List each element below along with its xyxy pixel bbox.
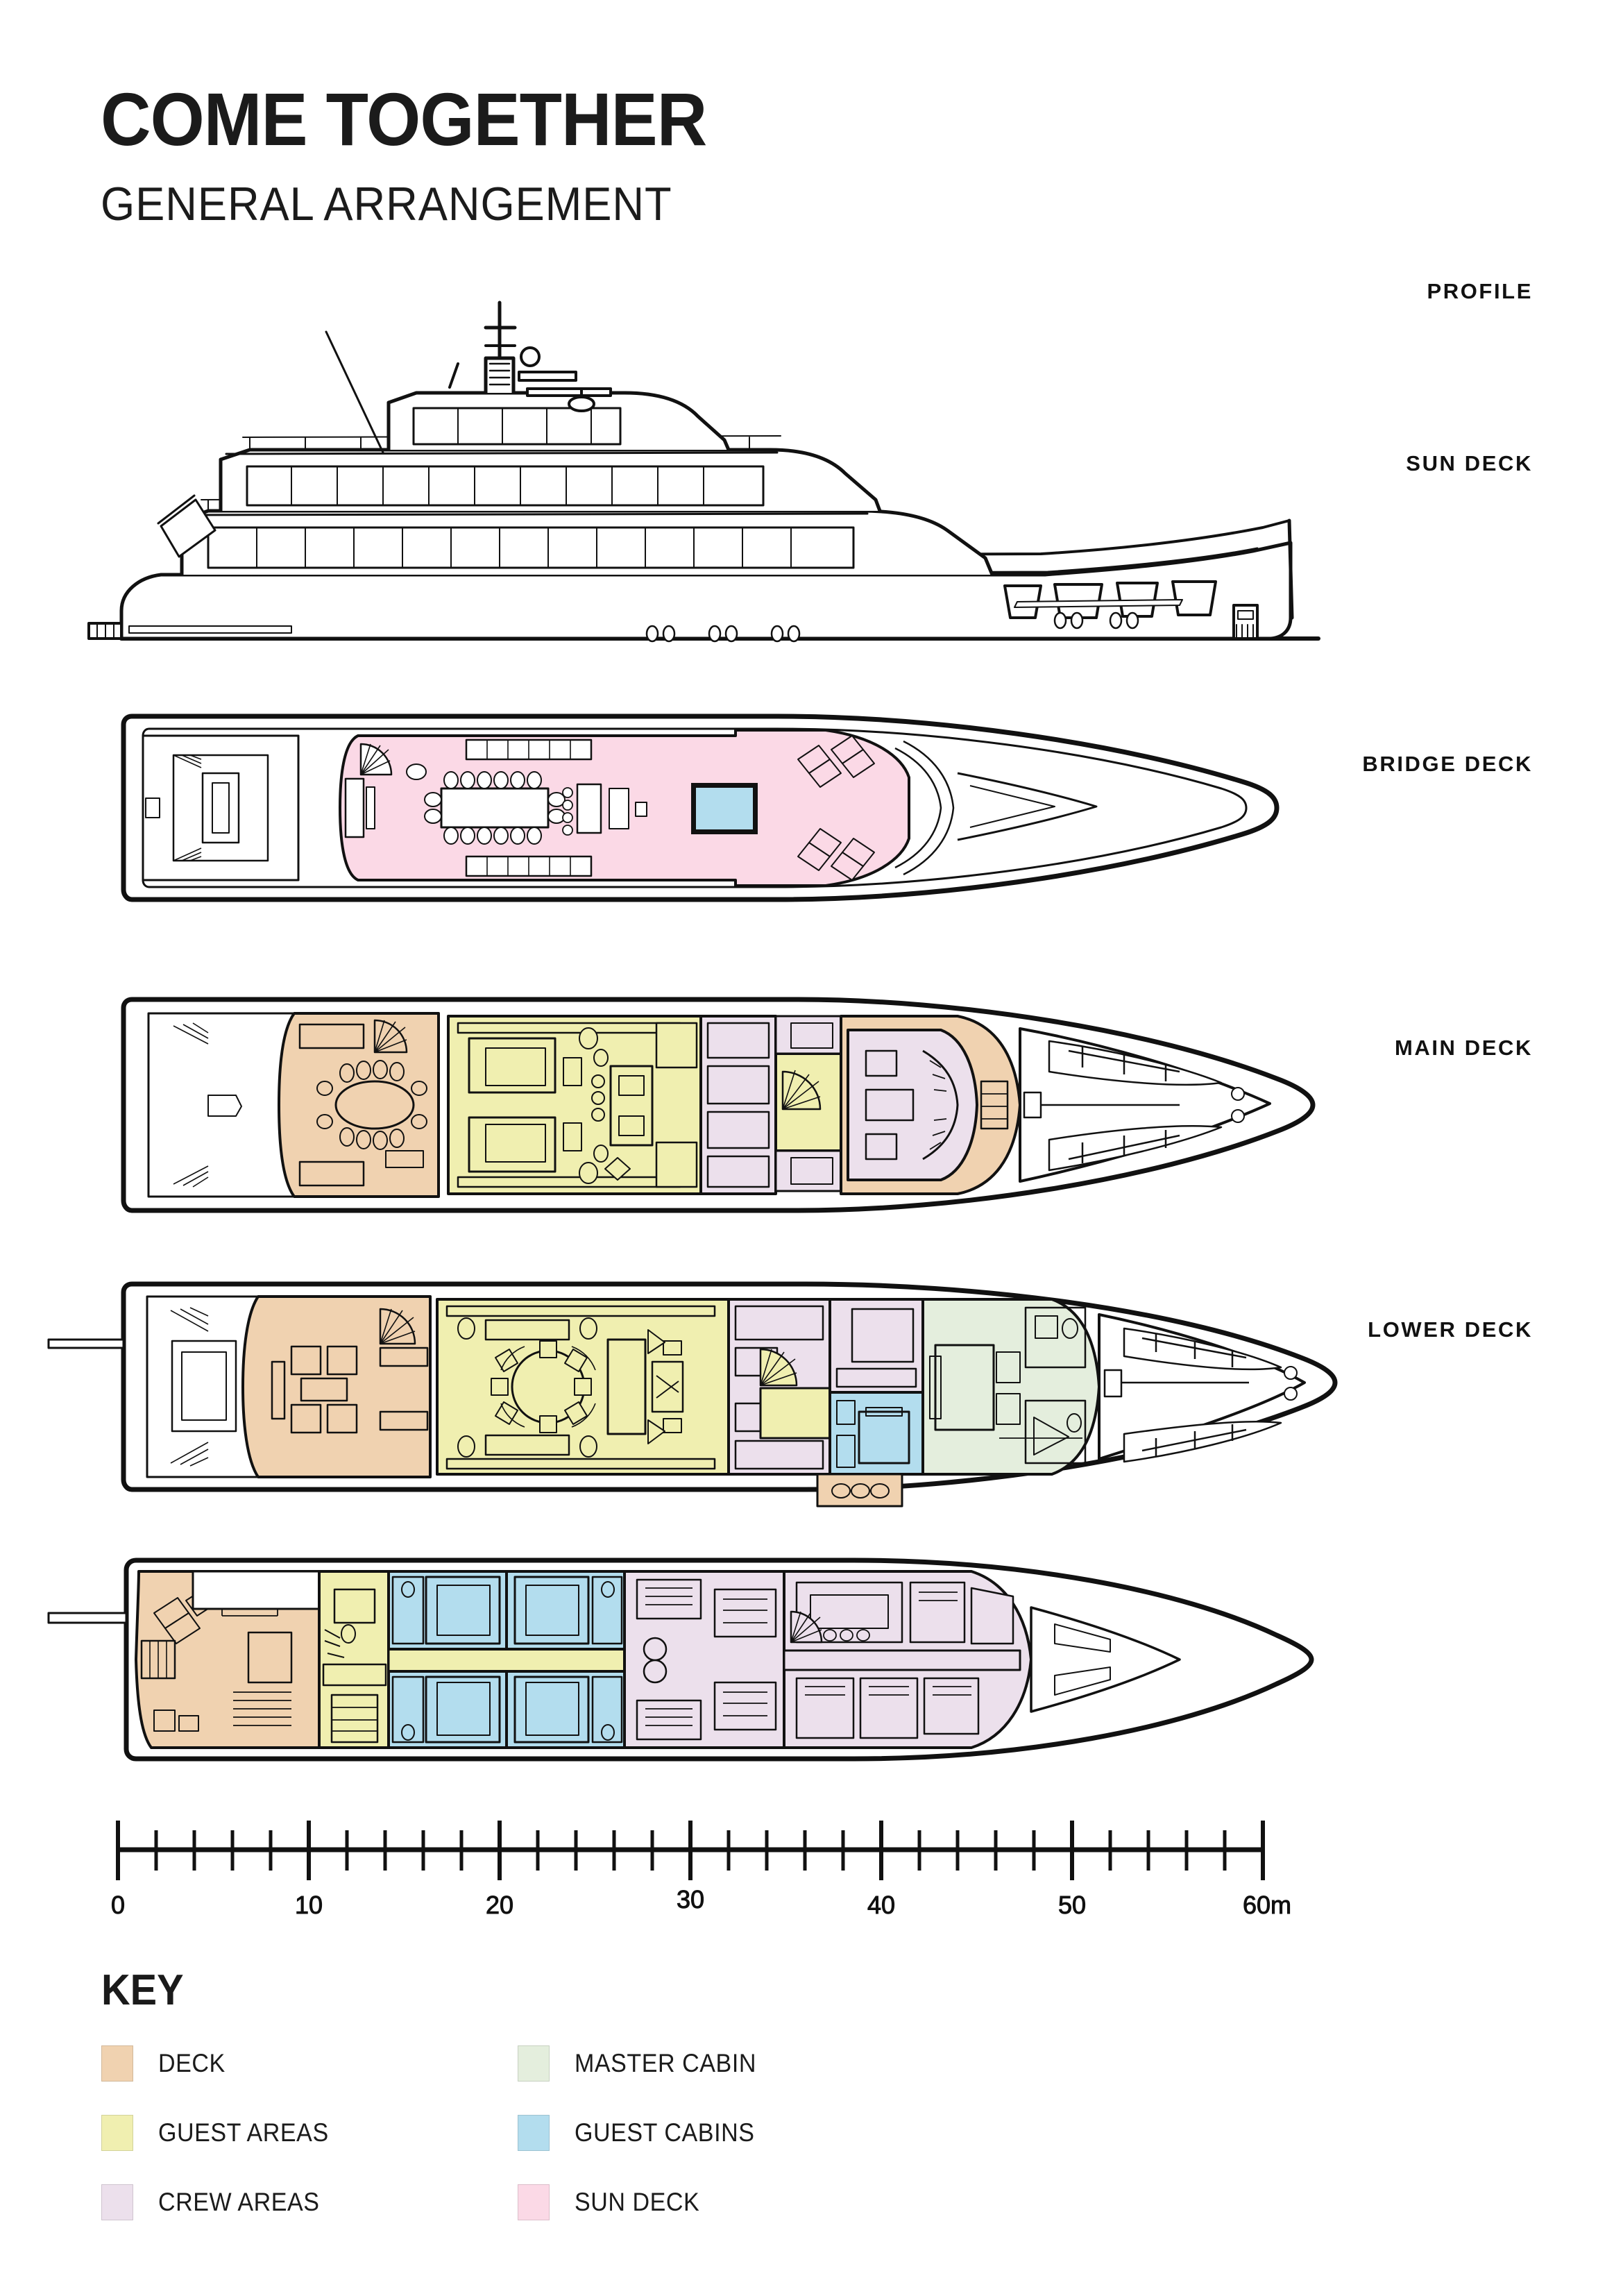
scale-label-30: 30 (677, 1885, 704, 1914)
key-item-master-cabin: MASTER CABIN (518, 2045, 934, 2082)
key-label-guest-areas: GUEST AREAS (158, 2118, 329, 2147)
key-swatch-master-cabin (518, 2045, 550, 2082)
scale-label-60: 60m (1243, 1891, 1291, 1919)
deck-label-sun-deck: SUN DECK (1406, 451, 1533, 475)
title-block: COME TOGETHER GENERAL ARRANGEMENT (101, 82, 1072, 228)
key-block: KEY DECK MASTER CABIN GUEST AREAS GUEST … (101, 1966, 1003, 2220)
lower-deck-plan (0, 1546, 1623, 1775)
key-item-crew-areas: CREW AREAS (101, 2184, 518, 2220)
key-swatch-deck (101, 2045, 133, 2082)
deck-label-lower-deck: LOWER DECK (1368, 1317, 1533, 1342)
page-subtitle: GENERAL ARRANGEMENT (101, 178, 672, 230)
key-item-deck: DECK (101, 2045, 518, 2082)
scale-label-10: 10 (295, 1891, 323, 1919)
main-deck-plan (0, 1265, 1623, 1521)
scale-label-0: 0 (111, 1891, 125, 1919)
deck-label-main-deck: MAIN DECK (1394, 1036, 1533, 1060)
key-label-deck: DECK (158, 2049, 226, 2077)
bridge-deck-plan (0, 984, 1623, 1227)
key-label-crew-areas: CREW AREAS (158, 2188, 320, 2216)
key-swatch-sun-deck (518, 2184, 550, 2220)
deck-label-profile: PROFILE (1427, 279, 1533, 303)
scale-label-20: 20 (486, 1891, 513, 1919)
key-item-sun-deck: SUN DECK (518, 2184, 934, 2220)
key-label-guest-cabins: GUEST CABINS (575, 2118, 755, 2147)
key-swatch-guest-cabins (518, 2115, 550, 2151)
sun-deck-plan (0, 701, 1623, 916)
page-title: COME TOGETHER (101, 77, 707, 161)
scale-label-40: 40 (867, 1891, 895, 1919)
key-list: DECK MASTER CABIN GUEST AREAS GUEST CABI… (101, 2045, 1003, 2220)
key-item-guest-areas: GUEST AREAS (101, 2115, 518, 2151)
key-title: KEY (101, 1966, 184, 2014)
scale-label-50: 50 (1058, 1891, 1086, 1919)
scale-bar: 0 10 20 30 40 50 60m (104, 1808, 1353, 1923)
key-label-sun-deck: SUN DECK (575, 2188, 700, 2216)
profile-drawing (0, 292, 1623, 659)
key-swatch-guest-areas (101, 2115, 133, 2151)
deck-label-bridge-deck: BRIDGE DECK (1362, 752, 1533, 776)
key-swatch-crew-areas (101, 2184, 133, 2220)
key-item-guest-cabins: GUEST CABINS (518, 2115, 934, 2151)
key-label-master-cabin: MASTER CABIN (575, 2049, 756, 2077)
